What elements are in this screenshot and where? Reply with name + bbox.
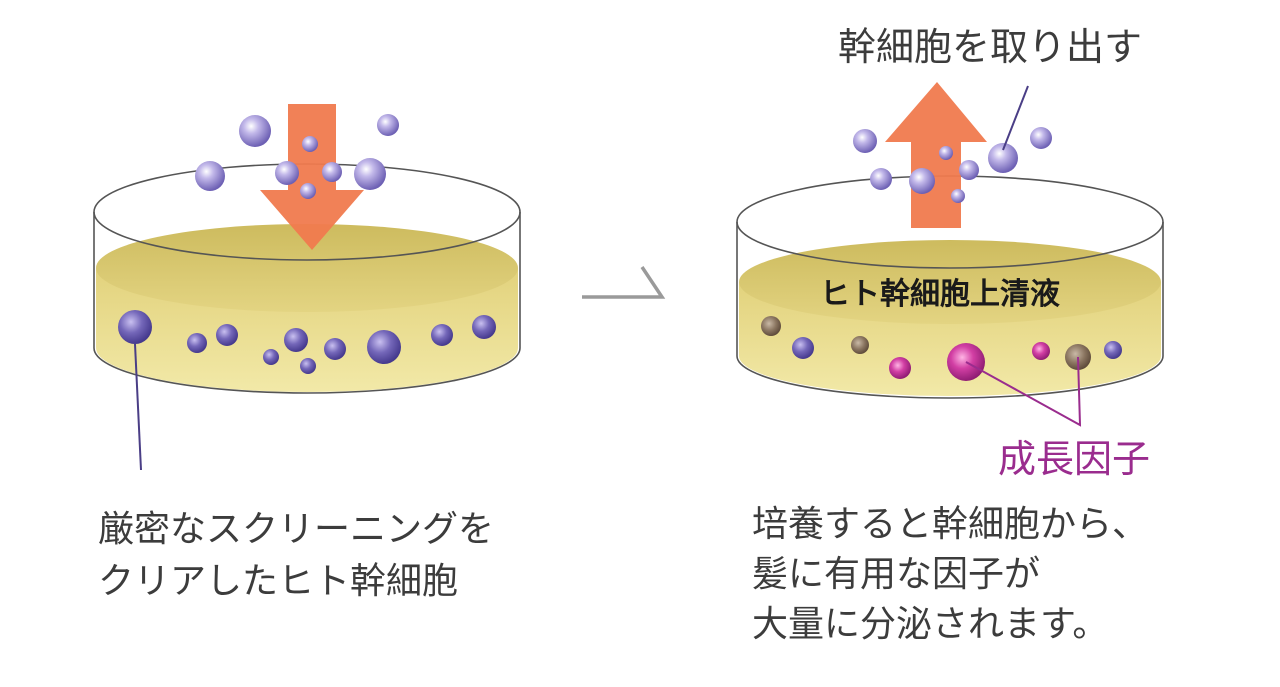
cell-in-medium: [187, 333, 207, 353]
growth-factor: [889, 357, 911, 379]
cell-in-medium: [792, 337, 814, 359]
right-caption-line: 培養すると幹細胞から、: [752, 504, 1149, 545]
left-caption-line: クリアしたヒト幹細胞: [98, 561, 459, 602]
left-medium-surface: [96, 224, 518, 312]
floating-cell: [275, 161, 299, 185]
right-caption: 培養すると幹細胞から、 髪に有用な因子が 大量に分泌されます。: [752, 500, 1148, 650]
process-arrow-icon: [582, 266, 666, 299]
left-floating-cells: [195, 114, 399, 199]
left-caption-line: 厳密なスクリーニングを: [98, 509, 495, 550]
floating-cell: [300, 183, 316, 199]
cell-in-medium: [1104, 341, 1122, 359]
right-caption-line: 髪に有用な因子が: [752, 554, 1041, 595]
top-leader-line: [1002, 85, 1029, 151]
floating-cell: [870, 168, 892, 190]
up-arrow-icon: [885, 82, 987, 228]
cell-in-medium: [431, 324, 453, 346]
cell-in-medium: [216, 324, 238, 346]
cell-in-medium: [324, 338, 346, 360]
floating-cell: [377, 114, 399, 136]
cell-in-medium: [367, 330, 401, 364]
floating-cell: [322, 162, 342, 182]
floating-cell: [195, 161, 225, 191]
cell-in-medium: [284, 328, 308, 352]
right-dish-base: [736, 355, 1164, 399]
floating-cell: [239, 115, 271, 147]
right-floating-cells: [853, 85, 1052, 203]
cell-in-medium: [300, 358, 316, 374]
extract-stem-cells-label: 幹細胞を取り出す: [838, 25, 1143, 69]
floating-cell: [1030, 127, 1052, 149]
left-dish-base: [93, 347, 521, 394]
cell-in-medium: [263, 349, 279, 365]
cell-in-medium: [851, 336, 869, 354]
growth-factor-leader-line: [965, 356, 1082, 427]
cell-in-medium: [761, 316, 781, 336]
growth-factor: [1032, 342, 1050, 360]
left-caption: 厳密なスクリーニングを クリアしたヒト幹細胞: [98, 504, 494, 608]
floating-cell: [354, 158, 386, 190]
right-caption-line: 大量に分泌されます。: [752, 604, 1109, 645]
cell-in-medium: [118, 310, 152, 344]
floating-cell: [853, 129, 877, 153]
floating-cell: [909, 168, 935, 194]
floating-cell: [959, 160, 979, 180]
right-medium-surface: [739, 240, 1161, 324]
floating-cell: [988, 143, 1018, 173]
growth-factor-label: 成長因子: [998, 437, 1151, 481]
cell-in-medium: [472, 315, 496, 339]
floating-cell: [302, 136, 318, 152]
left-dish: [93, 163, 521, 471]
left-leader-line: [134, 343, 142, 471]
down-arrow-icon: [260, 104, 364, 250]
supernatant-label: ヒト幹細胞上清液: [820, 277, 1060, 312]
floating-cell: [939, 146, 953, 160]
floating-cell: [951, 189, 965, 203]
